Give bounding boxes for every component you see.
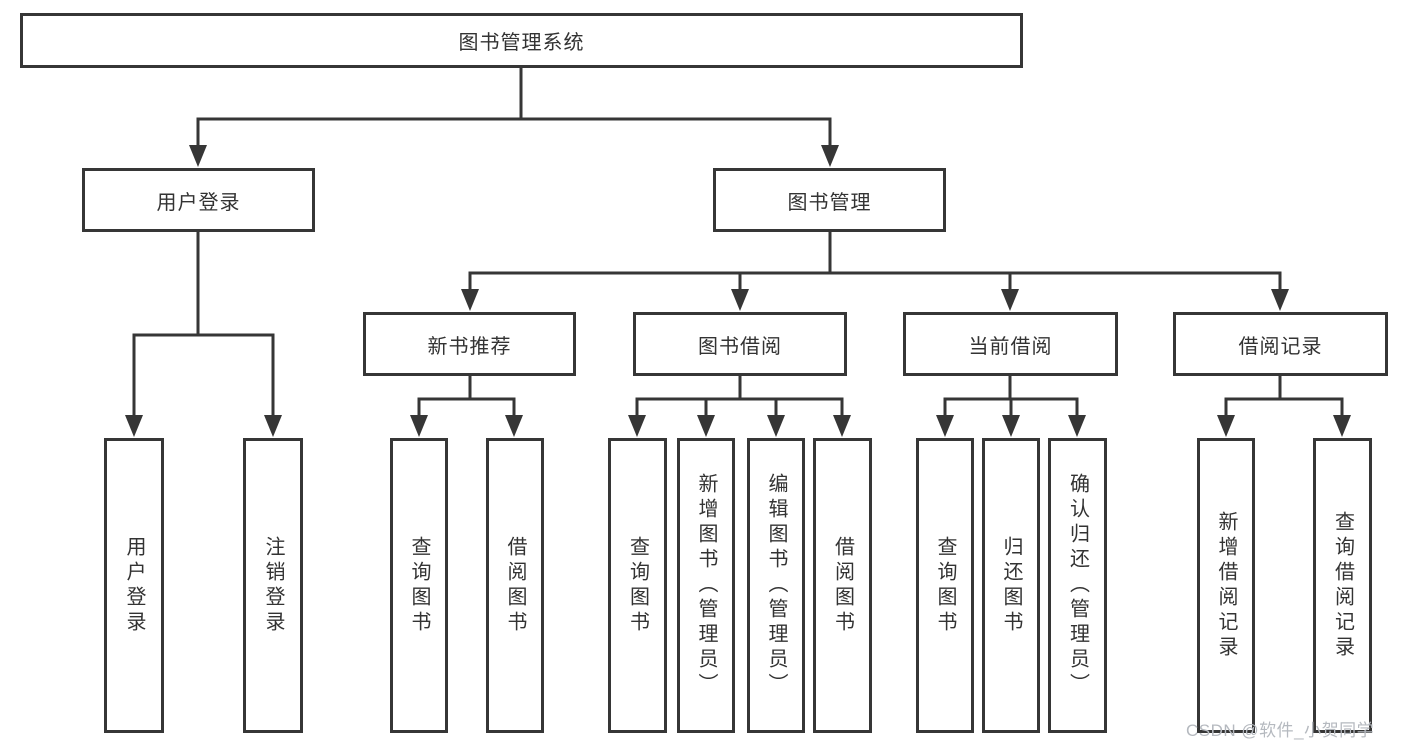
node-book-management: 图书管理 xyxy=(713,168,946,232)
node-label: 借阅记录 xyxy=(1238,335,1323,358)
leaf-confirm-return-admin: 确认归还（管理员） xyxy=(1048,438,1107,733)
node-new-book-recommend: 新书推荐 xyxy=(363,312,576,376)
csdn-watermark: CSDN @软件_小贺同学 xyxy=(1186,721,1375,740)
node-book-borrow: 图书借阅 xyxy=(633,312,847,376)
arrowhead xyxy=(264,415,282,437)
leaf-label: 新增图书（管理员） xyxy=(695,473,717,698)
leaf-label: 查询图书 xyxy=(934,535,956,636)
leaf-label: 用户登录 xyxy=(123,535,145,636)
arrowhead xyxy=(1271,289,1289,311)
node-label: 新书推荐 xyxy=(427,335,512,358)
arrowhead xyxy=(1333,415,1351,437)
leaf-label: 查询图书 xyxy=(408,535,430,636)
leaf-label: 查询借阅记录 xyxy=(1331,510,1354,661)
leaf-label: 借阅图书 xyxy=(504,535,526,636)
arrowhead xyxy=(833,415,851,437)
leaf-label: 查询图书 xyxy=(626,535,649,636)
leaf-add-borrow-record: 新增借阅记录 xyxy=(1197,438,1255,733)
leaf-label: 归还图书 xyxy=(1000,535,1022,636)
node-current-borrow: 当前借阅 xyxy=(903,312,1118,376)
node-label: 图书管理系统 xyxy=(458,32,585,54)
leaf-label: 注销登录 xyxy=(262,535,284,636)
leaf-query-books-2: 查询图书 xyxy=(608,438,667,733)
leaf-label: 新增借阅记录 xyxy=(1215,510,1237,661)
arrowhead xyxy=(189,145,207,167)
arrowhead xyxy=(1002,415,1020,437)
leaf-query-borrow-record: 查询借阅记录 xyxy=(1313,438,1372,733)
leaf-user-login: 用户登录 xyxy=(104,438,164,733)
arrowhead xyxy=(821,145,839,167)
arrowhead xyxy=(1217,415,1235,437)
leaf-add-books-admin: 新增图书（管理员） xyxy=(677,438,735,733)
leaf-return-books: 归还图书 xyxy=(982,438,1040,733)
connector-path xyxy=(132,66,1344,419)
arrowhead xyxy=(767,415,785,437)
node-user-login: 用户登录 xyxy=(82,168,315,232)
node-borrow-records: 借阅记录 xyxy=(1173,312,1388,376)
arrowheads xyxy=(125,145,1351,437)
leaf-label: 编辑图书（管理员） xyxy=(765,473,787,698)
arrowhead xyxy=(461,289,479,311)
node-root: 图书管理系统 xyxy=(20,13,1023,68)
leaf-label: 确认归还（管理员） xyxy=(1066,473,1089,698)
arrowhead xyxy=(1068,415,1086,437)
node-label: 当前借阅 xyxy=(968,335,1053,358)
leaf-label: 借阅图书 xyxy=(831,535,854,636)
arrowhead xyxy=(505,415,523,437)
arrowhead xyxy=(1001,289,1019,311)
arrowhead xyxy=(731,289,749,311)
arrowhead xyxy=(410,415,428,437)
leaf-query-books-3: 查询图书 xyxy=(916,438,974,733)
arrowhead xyxy=(936,415,954,437)
leaf-logout: 注销登录 xyxy=(243,438,303,733)
leaf-edit-books-admin: 编辑图书（管理员） xyxy=(747,438,805,733)
node-label: 图书借阅 xyxy=(698,335,782,358)
node-label: 用户登录 xyxy=(156,191,241,214)
leaf-borrow-books-2: 借阅图书 xyxy=(813,438,872,733)
arrowhead xyxy=(697,415,715,437)
arrowhead xyxy=(125,415,143,437)
node-label: 图书管理 xyxy=(787,191,872,214)
arrowhead xyxy=(628,415,646,437)
leaf-borrow-books-1: 借阅图书 xyxy=(486,438,544,733)
leaf-query-books-1: 查询图书 xyxy=(390,438,448,733)
